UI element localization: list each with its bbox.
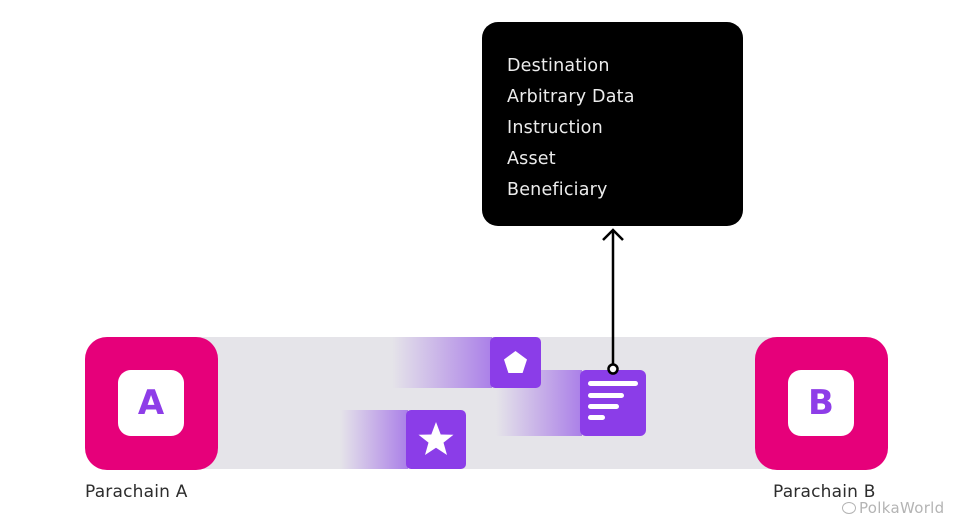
pentagon-asset <box>490 337 541 388</box>
message-fields-list: Destination Arbitrary Data Instruction A… <box>507 51 635 206</box>
star-asset <box>406 410 466 469</box>
parachain-b-label: Parachain B <box>773 482 876 502</box>
field-instruction: Instruction <box>507 118 603 138</box>
pentagon-icon <box>504 351 527 373</box>
star-motion-trail <box>340 410 408 469</box>
document-line <box>588 381 638 386</box>
field-destination: Destination <box>507 56 610 76</box>
parachain-b-letter: B <box>788 370 854 436</box>
message-fields-box: Destination Arbitrary Data Instruction A… <box>482 22 743 226</box>
star-icon <box>418 422 454 455</box>
field-beneficiary: Beneficiary <box>507 180 608 200</box>
wechat-icon <box>842 502 856 514</box>
xcm-message-document <box>580 370 646 436</box>
parachain-b-node: B <box>755 337 888 470</box>
document-line <box>588 404 619 409</box>
field-asset: Asset <box>507 149 556 169</box>
parachain-a-node: A <box>85 337 218 470</box>
watermark-text: PolkaWorld <box>859 499 945 517</box>
document-line <box>588 415 605 420</box>
pentagon-motion-trail <box>392 337 492 388</box>
parachain-a-label: Parachain A <box>85 482 188 502</box>
arrow-up-connector <box>602 228 624 375</box>
field-arbitrary-data: Arbitrary Data <box>507 87 635 107</box>
watermark: PolkaWorld <box>842 498 944 518</box>
parachain-a-letter: A <box>118 370 184 436</box>
document-line <box>588 393 624 398</box>
